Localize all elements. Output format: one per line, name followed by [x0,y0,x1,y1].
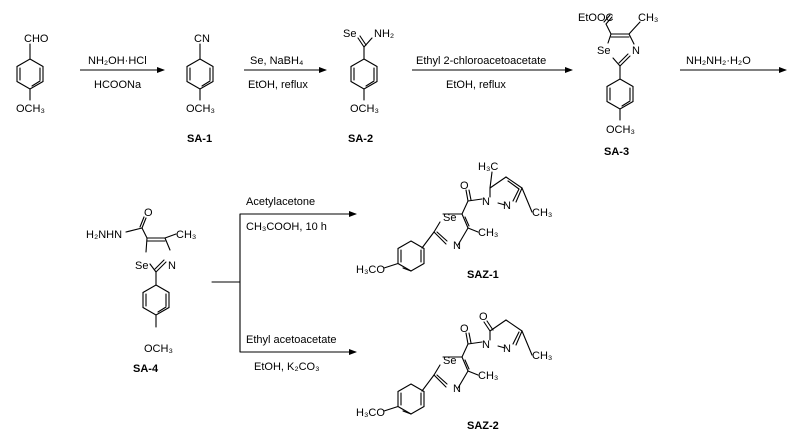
methyl-label: H₃C [478,161,498,173]
methyl-label: CH₃ [478,227,498,239]
reaction-arrow-4: NH₂NH₂·H₂O [680,55,787,73]
reaction-arrow-5: Acetylacetone CH₃COOH, 10 h [240,196,357,233]
methyl-label: CH₃ [176,229,196,241]
arrow-4-reagent-top: NH₂NH₂·H₂O [686,55,751,67]
compound-label-sa-1: SA-1 [187,133,212,145]
compound-saz-2: O O N N CH₃ Se CH₃ N H₃CO SAZ-2 [356,311,552,432]
methyl-label: CH₃ [638,12,658,24]
arrow-5-reagent-bottom: CH₃COOH, 10 h [246,221,327,233]
methyl-label: CH₃ [478,370,498,382]
starting-material-anisaldehyde: CHO OCH₃ [16,33,49,115]
compound-saz-1: H₃C O N N CH₃ Se CH₃ N H₃CO SAZ-1 [356,161,552,281]
compound-sa-3: EtOOC CH₃ Se N OCH₃ SA-3 [578,12,658,158]
arrow-6-reagent-top: Ethyl acetoacetate [246,334,337,346]
carbonyl-oxygen-label: O [460,323,469,335]
arrow-1-reagent-top: NH₂OH·HCl [88,55,147,67]
hydrazide-label: H₂NHN [86,229,122,241]
compound-label-sa-3: SA-3 [604,146,629,158]
arrow-3-reagent-top: Ethyl 2-chloroacetoacetate [416,55,546,67]
selenium-label: Se [135,260,148,272]
compound-sa-2: Se NH₂ OCH₃ SA-2 [343,28,394,145]
carbonyl-oxygen-label: O [460,180,469,192]
selenium-label: Se [597,45,610,57]
selenium-label: Se [343,28,356,40]
branch-bracket [211,213,241,353]
arrow-3-reagent-bottom: EtOH, reflux [446,79,506,91]
nitrogen-label: N [453,383,461,395]
arrow-1-reagent-bottom: HCOONa [94,79,142,91]
nitrogen-label: N [482,196,490,208]
methyl-label: CH₃ [532,207,552,219]
methoxy-label: OCH₃ [16,103,45,115]
methoxy-label: OCH₃ [144,343,173,355]
compound-sa-4: O H₂NHN CH₃ Se N OCH₃ SA-4 [86,207,196,375]
compound-label-saz-2: SAZ-2 [467,420,499,432]
nitrogen-label: N [168,260,176,272]
methoxy-label: OCH₃ [606,124,635,136]
arrow-2-reagent-bottom: EtOH, reflux [248,79,308,91]
reaction-arrow-6: Ethyl acetoacetate EtOH, K₂CO₃ [240,334,357,373]
selenium-label: Se [443,355,456,367]
methoxy-label: OCH₃ [350,103,379,115]
amino-label: NH₂ [374,28,394,40]
reaction-arrow-3: Ethyl 2-chloroacetoacetate EtOH, reflux [412,55,573,91]
pyrazolone-oxygen-label: O [479,311,488,323]
compound-label-sa-4: SA-4 [133,363,159,375]
arrow-5-reagent-top: Acetylacetone [246,196,315,208]
carbonyl-oxygen-label: O [144,207,153,219]
compound-label-saz-1: SAZ-1 [467,269,499,281]
aldehyde-label: CHO [24,33,49,45]
selenium-label: Se [443,212,456,224]
reaction-arrow-1: NH₂OH·HCl HCOONa [80,55,165,91]
nitrogen-label: N [503,343,511,355]
methoxy-label: H₃CO [356,407,385,419]
nitrile-label: CN [194,33,210,45]
nitrogen-label: N [503,200,511,212]
arrow-2-reagent-top: Se, NaBH₄ [250,55,304,67]
methoxy-label: OCH₃ [186,103,215,115]
compound-sa-1: CN OCH₃ SA-1 [186,33,215,145]
nitrogen-label: N [453,240,461,252]
ester-label: EtOOC [578,12,614,24]
nitrogen-label: N [482,339,490,351]
reaction-arrow-2: Se, NaBH₄ EtOH, reflux [244,55,327,91]
nitrogen-label: N [632,45,640,57]
arrow-6-reagent-bottom: EtOH, K₂CO₃ [254,361,320,373]
methoxy-label: H₃CO [356,264,385,276]
compound-label-sa-2: SA-2 [348,133,373,145]
methyl-label: CH₃ [532,350,552,362]
